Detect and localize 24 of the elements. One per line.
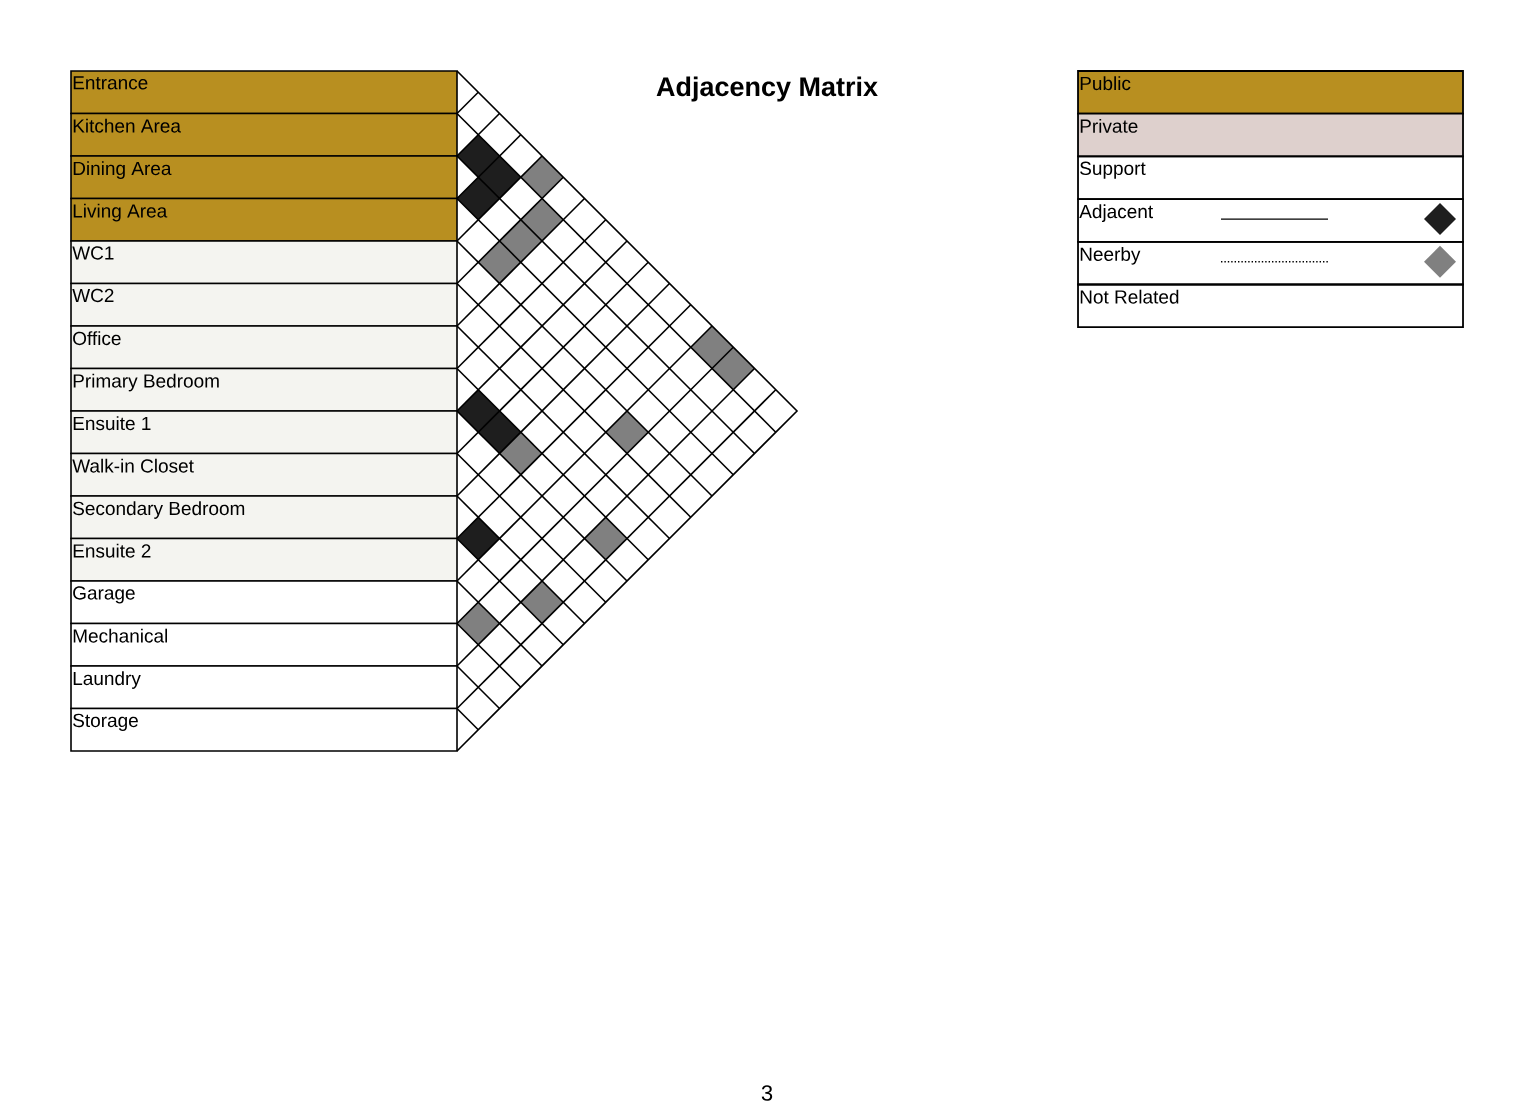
legend-label: Support [1080,161,1146,179]
room-row: Mechanical [70,622,458,667]
room-row: Ensuite 1 [70,410,458,455]
room-row: Ensuite 2 [70,537,458,582]
room-row: Storage [70,707,458,752]
legend-label: Adjacent [1079,204,1153,222]
room-row: Walk-in Closet [70,452,458,497]
room-row: Secondary Bedroom [70,495,458,540]
room-row: Living Area [70,197,458,242]
page-number: 3 [761,1085,773,1101]
title: Adjacency Matrix [656,76,878,102]
legend-label: Neerby [1080,247,1141,265]
room-row: Primary Bedroom [70,367,458,412]
room-row: Entrance [70,70,458,115]
room-row: WC2 [70,282,458,327]
legend-label: Not Related [1080,289,1179,304]
legend-label: Private [1080,118,1138,133]
room-row: WC1 [70,240,458,285]
room-row: Dining Area [70,155,458,200]
room-row: Laundry [70,665,458,710]
room-row: Kitchen Area [70,112,458,157]
room-row: Garage [70,580,458,625]
legend-label: Public [1080,76,1131,91]
room-row: Office [70,325,458,370]
